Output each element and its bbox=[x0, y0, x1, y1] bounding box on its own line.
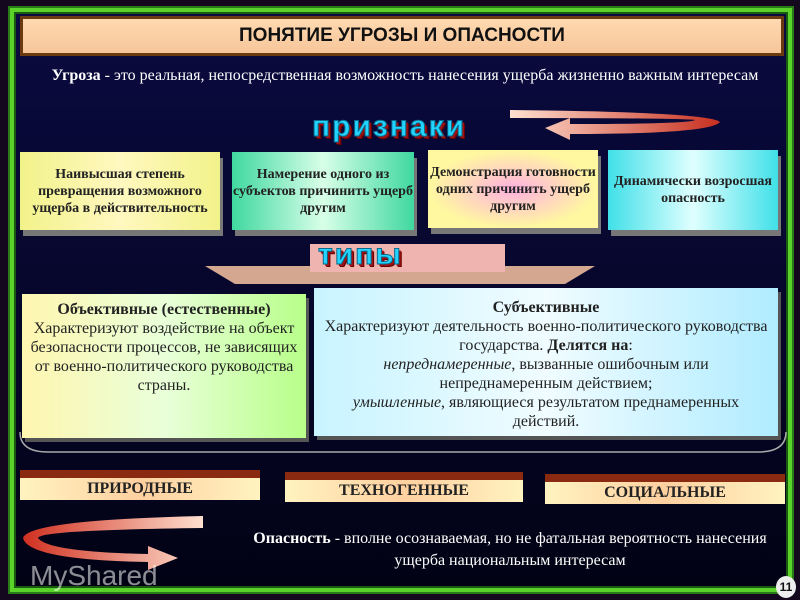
category-social: СОЦИАЛЬНЫЕ bbox=[545, 474, 785, 504]
threat-definition: Угроза - это реальная, непосредственная … bbox=[40, 66, 770, 86]
intended-term: умышленные bbox=[352, 394, 442, 411]
divided-label: Делятся на bbox=[547, 337, 629, 354]
sign-card: Динамически возросшая опасность bbox=[608, 150, 778, 230]
curved-arrow-icon bbox=[23, 516, 203, 570]
unintended-term: непреднамеренные bbox=[383, 356, 512, 373]
objective-text: Характеризуют воздействие на объект безо… bbox=[30, 320, 298, 394]
objective-title: Объективные (естественные) bbox=[57, 301, 271, 318]
danger-text: - вполне осознаваемая, но не фатальная в… bbox=[330, 530, 767, 569]
title-bar: ПОНЯТИЕ УГРОЗЫ И ОПАСНОСТИ bbox=[20, 16, 784, 56]
category-technogenic: ТЕХНОГЕННЫЕ bbox=[285, 472, 523, 502]
types-heading: типы bbox=[318, 238, 403, 272]
danger-definition: Опасность - вполне осознаваемая, но не ф… bbox=[250, 528, 770, 572]
sign-card: Наивысшая степень превращения возможного… bbox=[20, 152, 220, 230]
slide-title: ПОНЯТИЕ УГРОЗЫ И ОПАСНОСТИ bbox=[23, 19, 781, 53]
page-number: 11 bbox=[776, 576, 796, 598]
category-natural: ПРИРОДНЫЕ bbox=[20, 470, 260, 500]
curved-arrow-icon bbox=[510, 110, 720, 140]
danger-term: Опасность bbox=[253, 530, 331, 547]
unintended-text: , вызванные ошибочным или непреднамеренн… bbox=[439, 356, 709, 392]
subjective-title: Субъективные bbox=[492, 299, 600, 316]
threat-term: Угроза bbox=[51, 67, 101, 84]
objective-type-box: Объективные (естественные) Характеризуют … bbox=[22, 294, 306, 438]
signs-heading: признаки bbox=[311, 110, 467, 144]
colon: : bbox=[628, 337, 633, 354]
threat-text: - это реальная, непосредственная возможн… bbox=[100, 67, 759, 84]
subjective-text: Характеризуют деятельность военно-полити… bbox=[324, 318, 768, 354]
intended-text: , являющиеся результатом преднамеренных … bbox=[441, 394, 740, 430]
sign-card: Демонстрация готовности одних причинить … bbox=[428, 150, 598, 228]
bracket-line bbox=[19, 431, 787, 453]
types-heading-bg bbox=[310, 244, 505, 272]
watermark: MyShared bbox=[30, 560, 158, 591]
sign-card: Намерение одного из субъектов причинить … bbox=[232, 152, 414, 230]
